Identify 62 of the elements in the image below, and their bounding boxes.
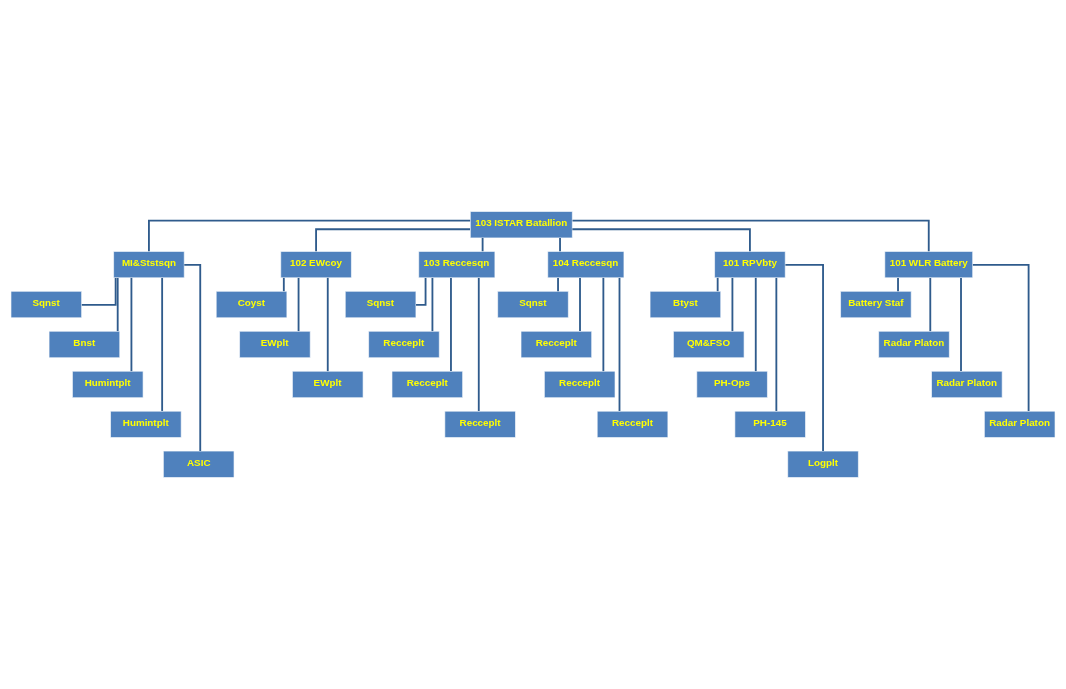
connector	[602, 276, 605, 373]
node-box: Radar Platon	[931, 370, 1003, 398]
connector	[326, 276, 329, 373]
node-box: 102 EWcoy	[280, 251, 352, 279]
node-box: ASIC	[163, 450, 235, 478]
connector	[775, 277, 778, 412]
node-box: EWplt	[292, 370, 364, 398]
connector	[579, 277, 581, 332]
node-box: Radar Platon	[878, 331, 950, 358]
node-box: Recceplt	[544, 370, 616, 398]
connector	[481, 237, 484, 253]
connector	[431, 277, 434, 332]
connector	[971, 264, 1030, 412]
node-box: Btyst	[649, 291, 722, 319]
node-box: Recceplt	[391, 370, 463, 398]
connector	[618, 277, 621, 412]
node-box: Logplt	[787, 450, 859, 478]
node-box: 103 Reccesqn	[418, 251, 496, 279]
node-box: EWplt	[239, 331, 311, 358]
connector	[559, 237, 561, 253]
connector	[130, 276, 133, 373]
node-box: Coyst	[215, 291, 288, 319]
connector	[161, 277, 164, 412]
node-box: 104 Reccesqn	[547, 251, 625, 279]
node-box: Humintplt	[110, 410, 182, 438]
connector	[960, 276, 962, 373]
connector	[784, 264, 824, 452]
node-box: PH-145	[734, 410, 806, 438]
node-box: Sqnst	[497, 291, 569, 319]
node-box: Recceplt	[520, 331, 592, 358]
connector	[315, 228, 471, 253]
node-box: Bnst	[48, 331, 121, 358]
node-box: 103 ISTAR Batallion	[470, 211, 573, 239]
connector	[450, 276, 452, 373]
connector	[415, 277, 427, 306]
connector	[929, 277, 932, 332]
node-box: Recceplt	[596, 410, 669, 438]
node-box: Recceplt	[444, 410, 516, 438]
connector	[897, 277, 899, 293]
connector	[116, 277, 119, 332]
node-box: PH-Ops	[696, 370, 768, 398]
connector	[571, 219, 930, 253]
connector	[557, 277, 559, 293]
node-box: 101 RPVbty	[714, 251, 786, 279]
node-box: 101 WLR Battery	[884, 251, 973, 279]
connector	[297, 277, 300, 332]
node-box: MI&Ststsqn	[113, 251, 185, 279]
connector	[754, 276, 757, 373]
connector	[716, 277, 719, 293]
node-box: QM&FSO	[673, 331, 745, 358]
connector	[282, 277, 285, 293]
connector	[571, 228, 751, 253]
node-box: Sqnst	[10, 291, 82, 319]
connector	[731, 277, 734, 332]
node-box: Humintplt	[72, 370, 144, 398]
node-box: Recceplt	[368, 331, 440, 358]
node-box: Radar Platon	[984, 410, 1056, 438]
connector	[477, 277, 480, 412]
node-box: Battery Staf	[840, 291, 912, 319]
connector	[148, 219, 472, 253]
node-box: Sqnst	[344, 291, 417, 319]
connector	[80, 277, 117, 306]
